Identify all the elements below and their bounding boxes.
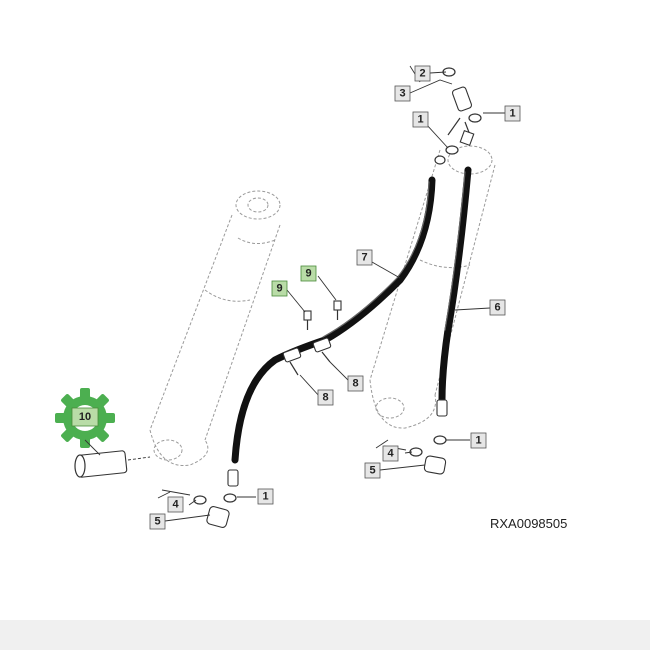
callout-10: 10 (71, 407, 99, 427)
callout-7: 7 (356, 249, 373, 266)
hose-7 (231, 176, 436, 464)
svg-text:6: 6 (494, 302, 500, 314)
svg-text:9: 9 (305, 268, 311, 280)
callout-1-top-right: 1 (504, 105, 521, 122)
callout-1-left: 1 (257, 488, 274, 505)
part-10-sleeve (74, 450, 151, 478)
bottom-right-fittings (409, 399, 448, 475)
svg-text:8: 8 (352, 378, 358, 390)
callout-4-left: 4 (167, 496, 184, 513)
svg-text:4: 4 (387, 448, 394, 460)
callout-5-left: 5 (149, 513, 166, 530)
callout-5-right: 5 (364, 462, 381, 479)
svg-text:5: 5 (154, 516, 160, 528)
bolt-left (303, 310, 312, 330)
svg-text:8: 8 (322, 392, 328, 404)
svg-text:1: 1 (417, 114, 423, 126)
leader-lines (84, 65, 505, 522)
callout-2: 2 (414, 65, 431, 82)
hose-6 (438, 166, 472, 404)
reference-code: RXA0098505 (490, 516, 567, 531)
callout-6: 6 (489, 299, 506, 316)
callout-8-left: 8 (317, 389, 334, 406)
svg-text:5: 5 (369, 465, 375, 477)
callout-1-right: 1 (470, 432, 487, 449)
callout-8-right: 8 (347, 375, 364, 392)
callout-9-left: 9 (271, 280, 288, 297)
callout-1-top: 1 (412, 111, 429, 128)
svg-text:9: 9 (276, 283, 282, 295)
callout-3: 3 (394, 85, 411, 102)
svg-text:7: 7 (361, 252, 367, 264)
svg-text:1: 1 (475, 435, 481, 447)
svg-text:1: 1 (509, 108, 515, 120)
hose-clamp-left (282, 347, 302, 376)
svg-text:2: 2 (419, 68, 425, 80)
callout-4-right: 4 (382, 445, 399, 462)
bolt-right (333, 300, 342, 320)
hose-clamp-right (312, 337, 332, 363)
callout-9-right: 9 (300, 265, 317, 282)
left-cylinder (149, 190, 281, 467)
svg-text:4: 4 (172, 499, 179, 511)
top-adapter (434, 67, 482, 165)
footer-bar (0, 620, 650, 650)
bottom-left-fittings (193, 469, 239, 528)
svg-text:1: 1 (262, 491, 268, 503)
svg-text:3: 3 (399, 88, 405, 100)
svg-text:10: 10 (79, 411, 91, 423)
hydraulic-hose-diagram: 2 3 1 1 7 9 9 6 8 8 10 4 1 5 4 1 5 (55, 65, 567, 531)
